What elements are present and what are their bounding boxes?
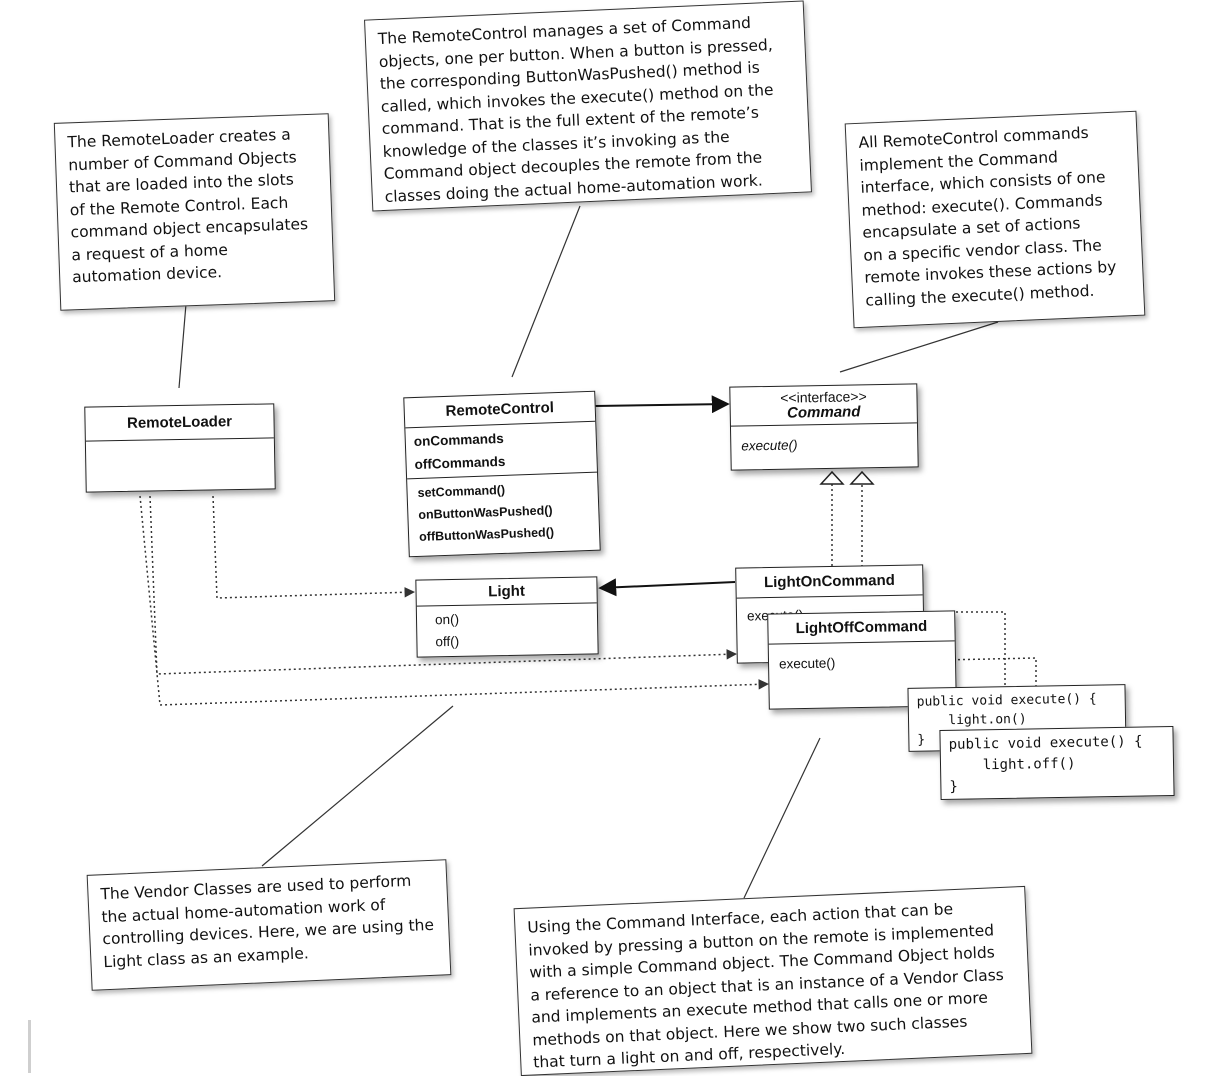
class-remotecontrol-fields: onCommands offCommands: [405, 422, 597, 479]
class-lightoncommand-name: LightOnCommand: [736, 565, 923, 599]
class-remoteloader: RemoteLoader: [84, 403, 276, 493]
class-light: Light on() off(): [415, 576, 599, 658]
class-light-methods: on() off(): [417, 603, 598, 656]
realization-triangle-2: [849, 470, 875, 485]
link-execute-on-code: [956, 611, 1006, 688]
class-remotecontrol: RemoteControl onCommands offCommands set…: [403, 390, 601, 558]
class-remoteloader-name: RemoteLoader: [85, 404, 274, 442]
note-command-objects: Using the Command Interface, each action…: [513, 885, 1033, 1076]
method-execute: execute(): [741, 437, 798, 454]
realization-triangle-1: [819, 470, 845, 485]
method-offbuttonwaspushed: offButtonWasPushed(): [418, 525, 555, 544]
note-remoteloader: The RemoteLoader creates a number of Com…: [53, 113, 336, 311]
dependency-loader-light: [212, 495, 416, 599]
leader-vendor-note: [261, 705, 454, 867]
method-off: off(): [435, 633, 460, 650]
note-remotecontrol: The RemoteControl manages a set of Comma…: [364, 0, 812, 212]
class-lightoffcommand-name: LightOffCommand: [768, 611, 955, 645]
page-edge: [28, 1020, 31, 1073]
code-light-off: public void execute() { light.off() }: [939, 725, 1175, 801]
leader-commandobject-note: [743, 737, 821, 899]
method-execute-off: execute(): [778, 655, 836, 672]
interface-command-methods: execute(): [731, 423, 918, 465]
leader-command-note: [839, 321, 999, 373]
note-command-interface: All RemoteControl commands implement the…: [844, 110, 1146, 329]
association-remotecontrol-command: [594, 395, 730, 414]
dependency-loader-lightoffcommand: [139, 495, 770, 706]
field-offcommands: offCommands: [414, 453, 506, 473]
method-on: on(): [434, 611, 460, 628]
leader-remoteloader-note: [178, 303, 187, 389]
class-light-name: Light: [416, 577, 597, 607]
note-vendor-classes: The Vendor Classes are used to perform t…: [86, 859, 452, 991]
association-command-light: [598, 578, 736, 597]
class-remotecontrol-methods: setCommand() onButtonWasPushed() offButt…: [407, 471, 600, 552]
leader-remotecontrol-note: [511, 205, 581, 378]
class-lightoffcommand-methods: execute(): [769, 641, 956, 683]
interface-command: <<interface>> Command execute(): [729, 383, 919, 471]
interface-command-header: <<interface>> Command: [730, 384, 917, 427]
interface-command-name: Command: [786, 403, 861, 422]
